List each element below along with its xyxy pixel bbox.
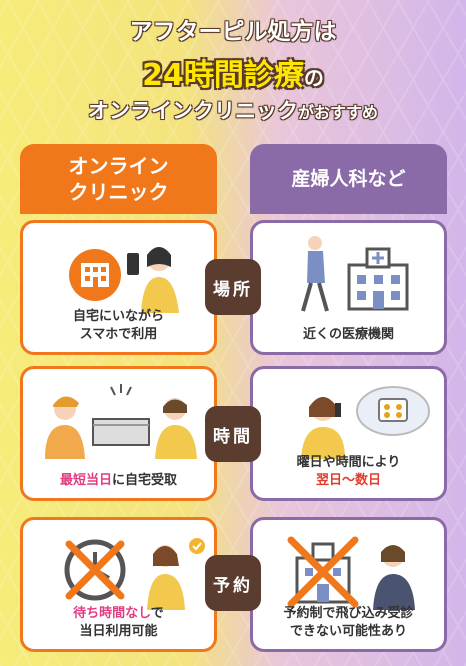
caption-online-time-rest: に自宅受取: [112, 473, 178, 488]
caption-hospital-reservation-1: 予約制で飛び込み受診: [283, 606, 414, 621]
caption-hospital-time: 曜日や時間により 翌日〜数日: [253, 454, 444, 490]
caption-online-time-1: 最短当日に自宅受取: [23, 472, 214, 490]
headline-online-clinic: オンラインクリニック: [87, 99, 298, 123]
caption-hospital-place-1: 近くの医療機関: [302, 327, 394, 342]
column-header-online-line2: クリニック: [68, 180, 169, 204]
caption-online-reservation-1: 待ち時間なしで: [23, 605, 214, 623]
caption-hospital-reservation: 予約制で飛び込み受診 できない可能性あり: [253, 605, 444, 641]
header: アフターピル処方は 24時間診療の オンラインクリニックがおすすめ: [0, 0, 466, 138]
card-hospital-time: 曜日や時間により 翌日〜数日: [250, 366, 447, 501]
card-online-time: 最短当日に自宅受取: [20, 366, 217, 501]
headline-no: の: [303, 66, 324, 90]
headline-24h: 24時間診療: [142, 58, 304, 93]
caption-hospital-reservation-2: できない可能性あり: [289, 624, 407, 639]
card-hospital-place: 近くの医療機関: [250, 220, 447, 355]
delivery-package-icon: [45, 384, 197, 459]
headline-line-3: オンラインクリニックがおすすめ: [0, 95, 466, 125]
caption-online-reservation-rest: で: [150, 606, 164, 621]
caption-online-place: 自宅にいながら スマホで利用: [23, 308, 214, 344]
caption-online-place-2: スマホで利用: [79, 327, 158, 342]
row-label-time: 時間: [205, 406, 261, 462]
caption-hospital-time-highlight: 翌日〜数日: [315, 473, 381, 488]
card-hospital-reservation: 予約制で飛び込み受診 できない可能性あり: [250, 517, 447, 652]
column-header-online: オンライン クリニック: [20, 144, 217, 214]
column-header-hospital: 産婦人科など: [250, 144, 447, 214]
caption-online-reservation-highlight: 待ち時間なし: [73, 606, 151, 621]
crossed-clock-woman-icon: [64, 538, 205, 610]
caption-online-place-1: 自宅にいながら: [72, 309, 164, 324]
caption-online-time-highlight: 最短当日: [59, 473, 112, 488]
crossed-hospital-woman-icon: [287, 536, 415, 610]
caption-online-reservation: 待ち時間なしで 当日利用可能: [23, 605, 214, 641]
smartphone-woman-icon: [69, 247, 179, 313]
caption-hospital-place: 近くの医療機関: [253, 326, 444, 344]
column-header-online-line1: オンライン: [68, 154, 169, 178]
caption-online-reservation-2: 当日利用可能: [79, 624, 158, 639]
caption-hospital-time-1: 曜日や時間により: [296, 455, 401, 470]
card-online-place: 自宅にいながら スマホで利用: [20, 220, 217, 355]
walking-woman-hospital-icon: [301, 236, 409, 312]
row-label-place: 場所: [205, 259, 261, 315]
card-online-reservation: 待ち時間なしで 当日利用可能: [20, 517, 217, 652]
row-label-reservation: 予約: [205, 555, 261, 611]
headline-line-2: 24時間診療の: [0, 50, 466, 94]
caption-online-time: 最短当日に自宅受取: [23, 472, 214, 490]
woman-phone-pill-icon: [301, 386, 430, 459]
headline-recommended: がおすすめ: [297, 103, 378, 122]
headline-line-1: アフターピル処方は: [129, 19, 337, 45]
